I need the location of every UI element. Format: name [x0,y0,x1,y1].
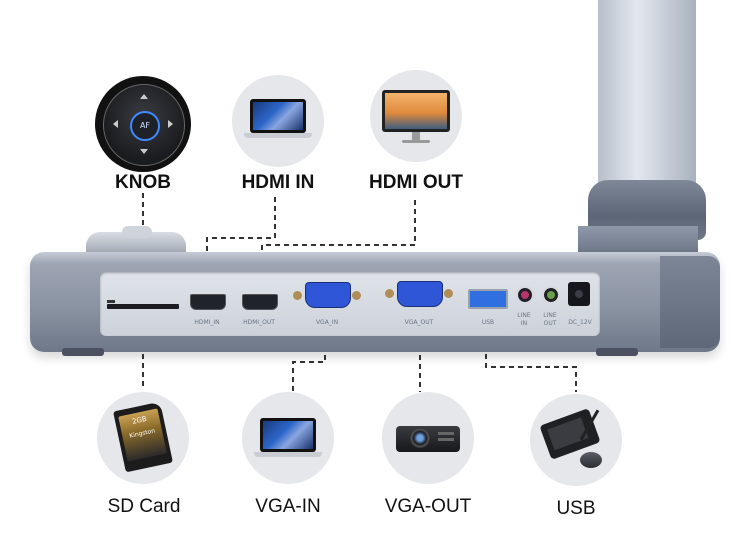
line-out-label-2: OUT [543,320,557,327]
vga-in-screw-right [352,291,361,300]
device-foot-right [596,348,638,356]
sd-card-icon: Kingston 2GB [97,392,189,484]
line-in-label-2: IN [520,320,528,327]
hdmi-out-label: HDMI OUT [369,172,463,193]
camera-arm [598,0,696,200]
hdmi-in-icon [232,75,324,167]
vga-out-label: VGA-OUT [384,496,472,517]
usb-icon [530,394,622,486]
vga-in-label: VGA-IN [255,496,321,517]
hdmi-out-port [242,294,278,310]
line-out-label-1: LINE [543,312,557,319]
line-in-jack [516,286,534,304]
vga-out-screw-left [385,289,394,298]
vga-out-screw-right [444,289,453,298]
vga-out-icon [382,392,474,484]
dc-jack-label: DC_12V [568,319,592,326]
vga-out-port [397,281,443,307]
hdmi-in-port-label: HDMI_IN [194,319,220,326]
vga-in-icon [242,392,334,484]
hdmi-in-label: HDMI IN [241,172,315,193]
usb-port-label: USB [481,319,495,326]
usb-connector-line [485,318,577,392]
sd-card-slot [107,304,179,309]
device-foot-left [62,348,104,356]
line-out-jack [542,286,560,304]
hdmi-in-port [190,294,226,310]
knob-cap [122,226,152,238]
device-right-cap [660,256,720,348]
sd-slot-indicator [107,300,115,303]
dc-jack-pin [575,290,583,298]
usb-port [468,289,508,309]
line-in-label-1: LINE [517,312,531,319]
vga-in-connector-line [292,310,326,392]
knob-af-button: AF [130,111,160,141]
vga-out-port-label: VGA_OUT [404,319,434,326]
usb-label: USB [556,498,596,519]
sd-card-label: SD Card [107,496,181,517]
hdmi-out-port-label: HDMI_OUT [243,319,275,326]
knob-icon: AF [95,76,191,172]
hdmi-out-icon [370,70,462,162]
vga-in-screw-left [293,291,302,300]
knob-label: KNOB [115,172,171,193]
arm-base [578,226,698,254]
vga-in-port-label: VGA_IN [315,319,339,326]
vga-in-port [305,282,351,308]
